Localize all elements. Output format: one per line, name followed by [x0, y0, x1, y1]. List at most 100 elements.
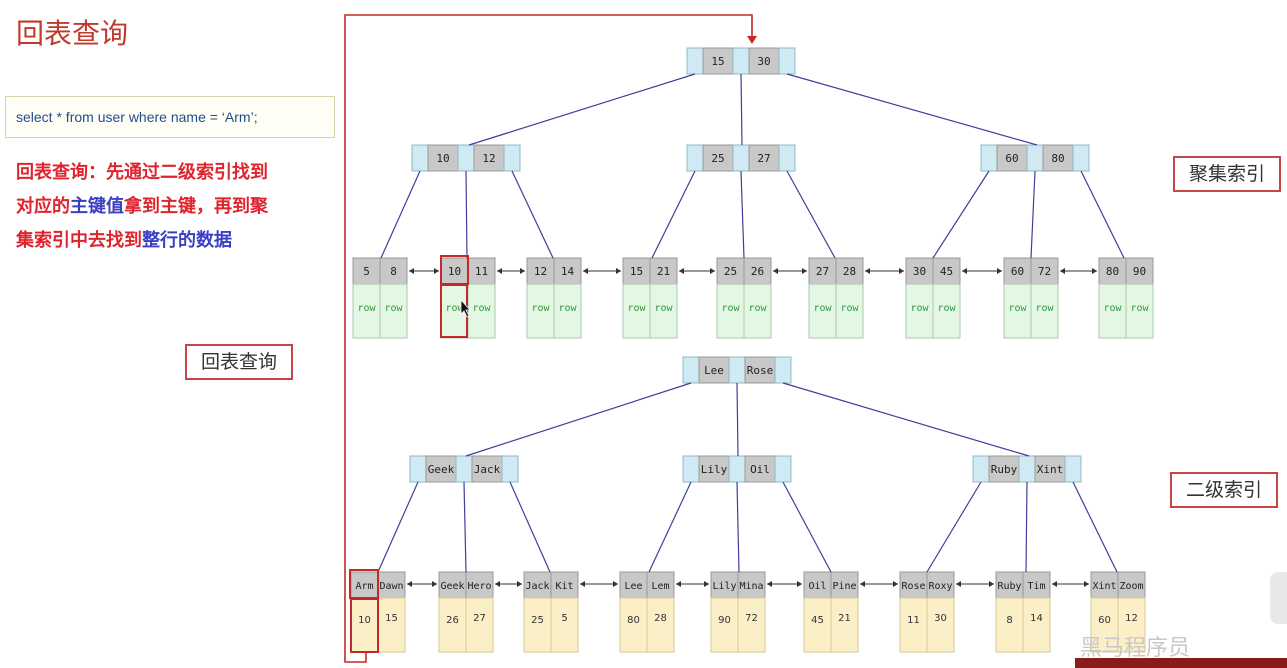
clustered-row-label: row	[445, 303, 464, 314]
clustered-leaf-key-label: 90	[1133, 265, 1146, 278]
secondary-leaf-key-label: Pine	[832, 581, 856, 592]
clustered-leaf-key-label: 21	[657, 265, 670, 278]
desc-part-6: 整行的数据	[142, 230, 232, 251]
secondary-pk-cell	[550, 597, 579, 653]
desc-part-4: 拿到主键，再到聚	[124, 196, 268, 217]
secondary-pk-label: 25	[531, 615, 544, 626]
clustered-root-key-label: 30	[757, 55, 770, 68]
highlight-row-10	[440, 284, 468, 338]
leaf-link-arrowhead	[893, 581, 898, 587]
secondary-leaf-key-label: Arm	[355, 581, 373, 592]
clustered-row-label: row	[531, 303, 550, 314]
secondary-leaf-key-cell	[1022, 571, 1051, 599]
secondary-pk-cell	[1022, 597, 1051, 653]
side-handle	[1270, 572, 1287, 624]
clustered-leaf-key-label: 80	[1106, 265, 1119, 278]
clustered-leaf-key-label: 60	[1011, 265, 1024, 278]
secondary-pk-label: 30	[934, 613, 947, 624]
secondary-internal-node-key-label: Lily	[701, 463, 728, 476]
clustered-leaf-key-label: 15	[630, 265, 643, 278]
secondary-internal-node-pointer	[728, 455, 746, 483]
clustered-row-label: row	[748, 303, 767, 314]
clustered-internal-node-key-cell	[702, 144, 734, 172]
leaf-link-arrowhead	[797, 581, 802, 587]
secondary-pk-label: 26	[446, 615, 459, 626]
secondary-internal-node-key-cell	[744, 455, 776, 483]
clustered-leaf-key-cell	[743, 257, 772, 285]
back-to-table-path	[344, 14, 753, 663]
clustered-leaf-key-cell	[379, 257, 408, 285]
clustered-leaf-key-label: 14	[561, 265, 575, 278]
tree-edge-line	[782, 481, 832, 573]
clustered-leaf-key-cell	[835, 257, 864, 285]
leaf-link-arrowhead	[613, 581, 618, 587]
clustered-internal-node-pointer	[778, 144, 796, 172]
tree-edge-line	[380, 170, 421, 259]
clustered-row-cell	[379, 283, 408, 339]
secondary-leaf-key-label: Mina	[739, 581, 763, 592]
secondary-pk-label: 12	[1125, 613, 1138, 624]
secondary-internal-node-pointer	[409, 455, 427, 483]
secondary-internal-node-pointer	[1018, 455, 1036, 483]
secondary-pk-label: 10	[358, 615, 371, 626]
secondary-pk-cell	[926, 597, 955, 653]
clustered-leaf-key-label: 25	[724, 265, 737, 278]
clustered-row-cell	[1030, 283, 1059, 339]
secondary-pk-label: 27	[473, 613, 486, 624]
clustered-row-cell	[352, 283, 381, 339]
secondary-pk-label: 14	[1030, 613, 1043, 624]
clustered-leaf-key-cell	[932, 257, 961, 285]
clustered-leaf-key-label: 27	[816, 265, 829, 278]
secondary-leaf-key-label: Kit	[555, 581, 573, 592]
highlight-pk-10	[350, 598, 379, 653]
clustered-internal-node-key-cell	[1042, 144, 1074, 172]
back-to-table-arrowhead	[747, 36, 757, 44]
clustered-row-cell	[1098, 283, 1127, 339]
clustered-row-label: row	[813, 303, 832, 314]
secondary-pk-label: 15	[385, 613, 398, 624]
clustered-leaf-key-label: 10	[448, 265, 461, 278]
tree-edge-line	[740, 170, 745, 259]
secondary-internal-node-pointer	[455, 455, 473, 483]
secondary-root-key-label: Rose	[747, 364, 774, 377]
clustered-internal-node-key-label: 60	[1005, 152, 1018, 165]
tree-edge-line	[651, 170, 696, 259]
clustered-row-label: row	[1103, 303, 1122, 314]
leaf-link-arrowhead	[676, 581, 681, 587]
leaf-link-arrowhead	[989, 581, 994, 587]
clustered-internal-node-key-label: 12	[482, 152, 495, 165]
clustered-row-label: row	[1130, 303, 1149, 314]
leaf-link-arrowhead	[962, 268, 967, 274]
clustered-row-cell	[1125, 283, 1154, 339]
clustered-row-label: row	[558, 303, 577, 314]
clustered-row-cell	[526, 283, 555, 339]
tree-edge-line	[786, 73, 1038, 146]
clustered-internal-node-pointer	[457, 144, 475, 172]
secondary-pk-cell	[438, 597, 467, 653]
leaf-link-arrowhead	[704, 581, 709, 587]
secondary-leaf-key-label: Lily	[712, 581, 736, 592]
secondary-pk-label: 60	[1098, 615, 1111, 626]
clustered-row-cell	[835, 283, 864, 339]
tree-edge-line	[736, 481, 740, 573]
tree-edge-line	[468, 73, 696, 146]
mouse-cursor-icon	[460, 298, 471, 318]
clustered-leaf-key-cell	[716, 257, 745, 285]
secondary-leaf-key-label: Oil	[808, 581, 826, 592]
clustered-leaf-key-label: 8	[390, 265, 397, 278]
secondary-leaf-key-cell	[646, 571, 675, 599]
clustered-row-label: row	[910, 303, 929, 314]
secondary-pk-label: 28	[654, 613, 667, 624]
secondary-pk-cell	[995, 597, 1024, 653]
leaf-link-arrowhead	[517, 581, 522, 587]
secondary-leaf-key-cell	[737, 571, 766, 599]
tree-edge-line	[511, 170, 554, 259]
secondary-root-key-cell	[698, 356, 730, 384]
tree-edge-line	[648, 481, 692, 573]
clustered-leaf-key-cell	[649, 257, 678, 285]
clustered-internal-node-key-label: 25	[711, 152, 724, 165]
clustered-leaf-key-label: 45	[940, 265, 953, 278]
clustered-row-label: row	[1035, 303, 1054, 314]
clustered-internal-node-pointer	[686, 144, 704, 172]
